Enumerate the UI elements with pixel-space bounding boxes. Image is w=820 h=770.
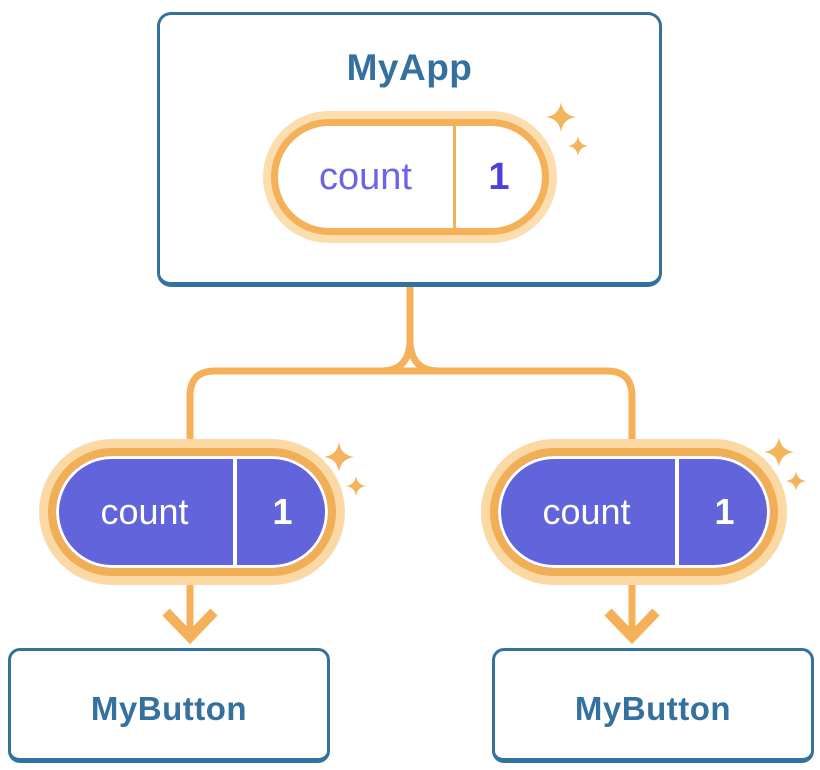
sparkle-icon (764, 437, 806, 491)
prop-value: 1 (272, 491, 293, 532)
stem-fillet (380, 342, 440, 375)
component-card-mybutton-right: MyButton (492, 648, 814, 763)
component-title: MyButton (574, 689, 732, 727)
prop-pill-left: count 1 (48, 448, 336, 576)
component-title: MyButton (90, 689, 248, 727)
prop-pill-right: count 1 (490, 448, 778, 576)
state-value: 1 (488, 155, 510, 198)
component-title: MyApp (346, 47, 473, 88)
state-name: count (319, 155, 412, 198)
state-pill-root: count 1 (271, 119, 549, 235)
pill-divider (453, 126, 456, 228)
sparkle-icon (546, 102, 588, 156)
prop-value: 1 (714, 491, 735, 532)
pill-divider (675, 456, 679, 568)
prop-name: count (542, 491, 631, 532)
prop-name: count (100, 491, 189, 532)
pill-divider (233, 456, 237, 568)
component-card-mybutton-left: MyButton (8, 648, 330, 763)
sparkle-icon (324, 442, 366, 496)
branch-line (186, 367, 636, 634)
arrowhead-right-icon (604, 608, 660, 645)
arrowhead-left-icon (162, 608, 218, 645)
